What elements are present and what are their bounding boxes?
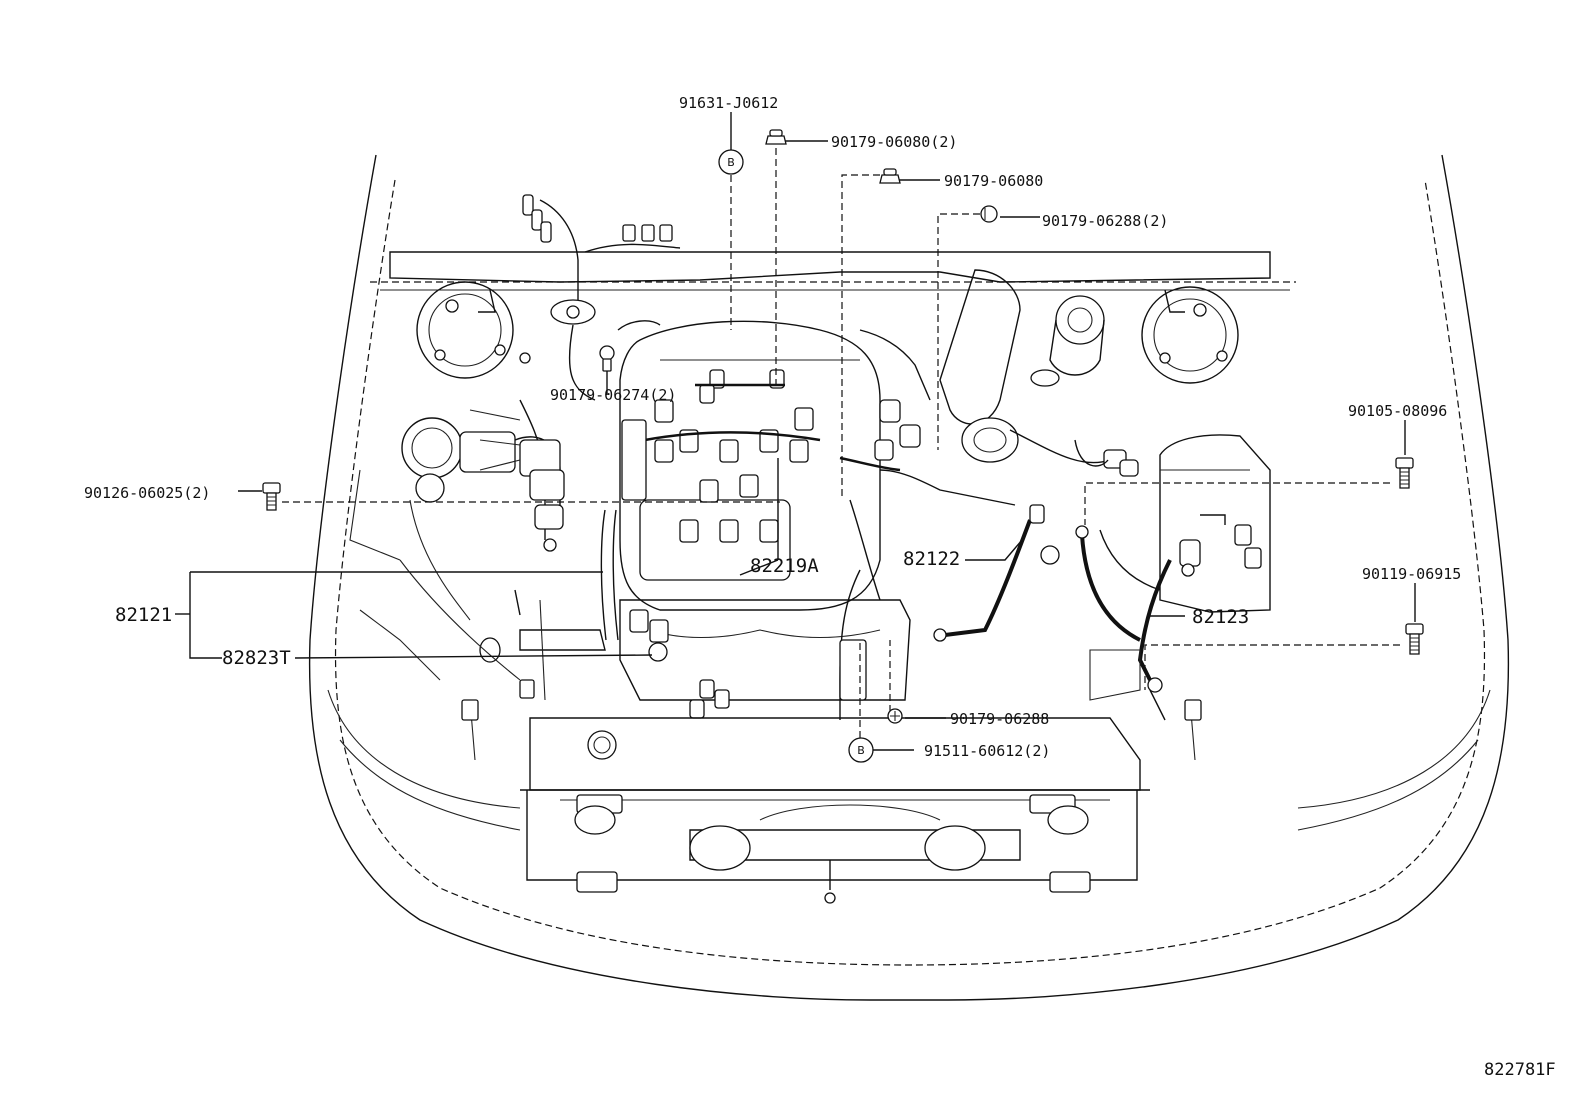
right-strut-tower <box>1141 286 1239 384</box>
callout-90126-06025-2: 90126-06025(2) <box>84 484 210 502</box>
left-strut-tower <box>416 281 531 379</box>
callout-90179-06080-2: 90179-06080(2) <box>831 133 957 151</box>
callout-90179-06288: 90179-06288 <box>950 710 1049 728</box>
bolt-90119-icon <box>1405 623 1424 655</box>
fastener-clip-mid-icon <box>879 168 901 184</box>
air-intake <box>859 269 1139 477</box>
bolt-90126-icon <box>262 482 281 511</box>
cowl-panel <box>370 251 1296 291</box>
left-wiring-cluster <box>469 194 681 552</box>
callout-91631-j0612: 91631-J0612 <box>679 94 778 112</box>
battery-cables <box>933 504 1172 721</box>
callout-82823t: 82823T <box>222 647 291 669</box>
callout-90179-06274-2: 90179-06274(2) <box>550 386 676 404</box>
bolt-90105-icon <box>1395 457 1414 489</box>
callout-82123: 82123 <box>1192 606 1249 628</box>
marker-b-bottom: B <box>848 737 874 763</box>
marker-b-bottom-label: B <box>857 744 865 757</box>
fastener-clip-lower-icon <box>887 708 903 724</box>
callout-82122: 82122 <box>903 548 960 570</box>
callout-82121: 82121 <box>115 604 172 626</box>
callout-90105-08096: 90105-08096 <box>1348 402 1447 420</box>
radiator-support <box>461 649 1202 904</box>
callout-90179-06288-2: 90179-06288(2) <box>1042 212 1168 230</box>
left-lower-components <box>359 559 606 701</box>
leader-lines <box>175 112 1416 751</box>
fastener-plug-icon <box>980 205 998 223</box>
vehicle-body-outline <box>308 154 1510 1001</box>
brake-master-cylinder <box>349 417 561 621</box>
callout-90179-06080: 90179-06080 <box>944 172 1043 190</box>
engine-assembly <box>600 320 1016 641</box>
callout-82219a: 82219A <box>750 555 819 577</box>
drawing-code: 822781F <box>1484 1060 1556 1080</box>
marker-b-top-label: B <box>727 156 735 169</box>
callout-91511-60612-2: 91511-60612(2) <box>924 742 1050 760</box>
fastener-clip-top-icon <box>765 129 787 145</box>
marker-b-top: B <box>718 149 744 175</box>
callout-labels: 91631-J0612 90179-06080(2) 90179-06080 9… <box>84 94 1461 760</box>
callout-90119-06915: 90119-06915 <box>1362 565 1461 583</box>
fastener-screw-grommet-icon <box>599 345 615 372</box>
battery <box>1099 434 1271 613</box>
